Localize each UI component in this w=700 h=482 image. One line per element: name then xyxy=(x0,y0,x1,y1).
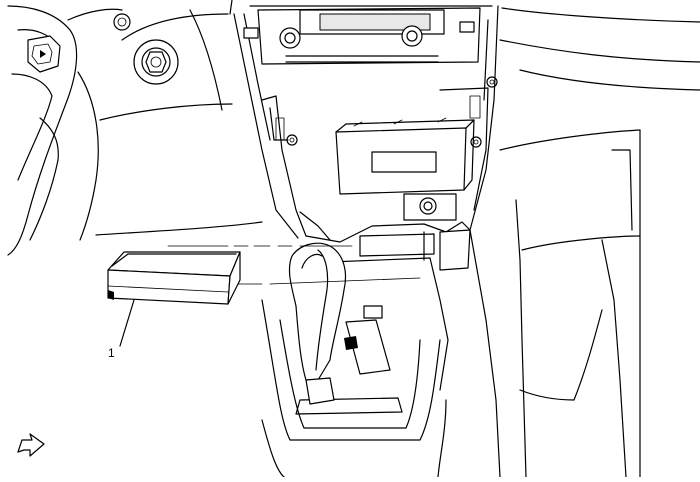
shift-lever xyxy=(288,242,347,405)
steering-wheel-button-panel xyxy=(27,35,61,73)
view-direction-arrow-icon xyxy=(17,433,45,457)
ignition-lock xyxy=(133,39,179,85)
glove-box-panel xyxy=(469,129,641,478)
electronic-module xyxy=(107,251,241,305)
console-bracket-right xyxy=(439,76,498,211)
shift-gate xyxy=(295,305,403,415)
console-bracket-left xyxy=(261,95,307,237)
center-stack-frame xyxy=(233,5,499,239)
instrument-panel xyxy=(95,0,700,236)
radio-receiver-housing xyxy=(335,117,475,195)
floor-console xyxy=(261,211,471,478)
callout-1-leader xyxy=(119,299,135,347)
steering-wheel-hub xyxy=(113,13,131,31)
radio-control-panel xyxy=(243,7,481,65)
mounting-bolt xyxy=(403,193,457,221)
callout-label-1: 1 xyxy=(108,346,115,360)
steering-wheel xyxy=(7,5,123,256)
